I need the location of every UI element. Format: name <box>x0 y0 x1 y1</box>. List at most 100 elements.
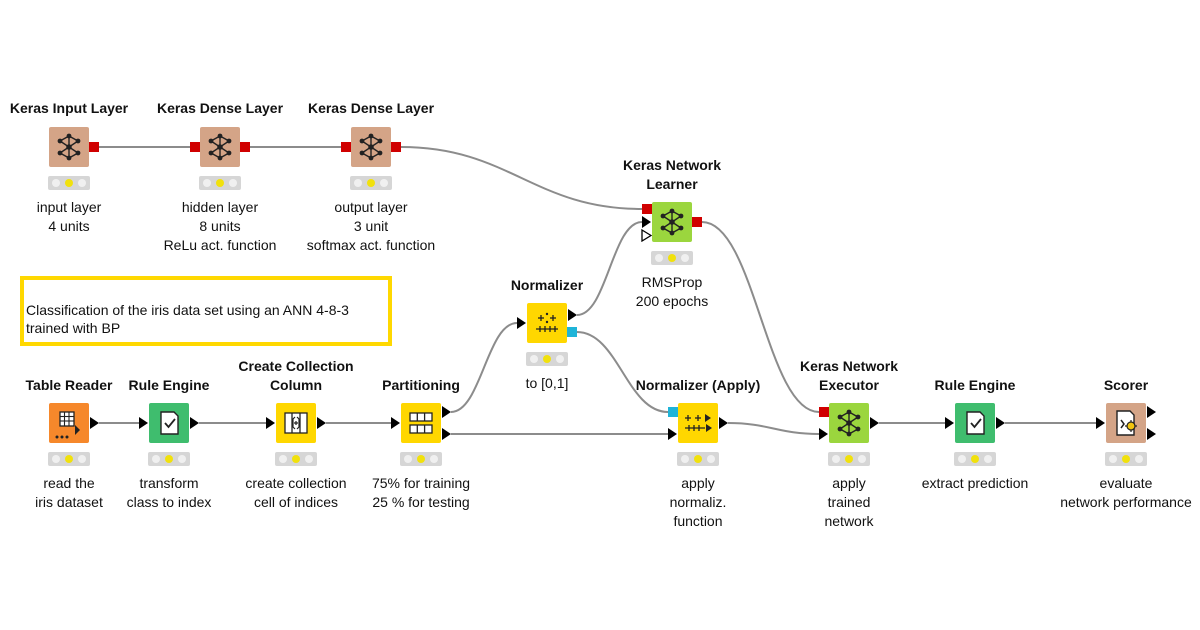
node-title[interactable]: Keras Input Layer <box>0 99 169 118</box>
node-description[interactable]: to [0,1] <box>447 374 647 393</box>
connection-wire[interactable] <box>450 322 518 413</box>
node-title[interactable]: Partitioning <box>321 376 521 395</box>
annotation-line-2: trained with BP <box>26 320 121 336</box>
node-title[interactable]: Scorer <box>1026 376 1200 395</box>
input-port[interactable] <box>819 407 829 417</box>
input-port[interactable] <box>391 417 400 429</box>
node-icon-box[interactable] <box>149 403 189 443</box>
node-icon-box[interactable] <box>276 403 316 443</box>
node-icon-box[interactable] <box>652 202 692 242</box>
node-title[interactable]: Keras Dense Layer <box>271 99 471 118</box>
output-port[interactable] <box>870 417 879 429</box>
status-light <box>417 455 425 463</box>
input-port[interactable] <box>642 216 651 228</box>
node-title-line: Normalizer (Apply) <box>635 377 761 393</box>
connection-wire[interactable] <box>576 221 643 316</box>
input-port[interactable] <box>668 428 677 440</box>
status-light <box>556 355 564 363</box>
node-icon-box[interactable] <box>527 303 567 343</box>
connection-wire[interactable] <box>576 331 669 413</box>
input-port[interactable] <box>642 204 652 214</box>
input-port[interactable] <box>139 417 148 429</box>
status-light <box>1122 455 1130 463</box>
status-light <box>65 455 73 463</box>
output-port[interactable] <box>567 327 577 337</box>
node-description-line: to [0,1] <box>525 375 569 391</box>
output-port[interactable] <box>90 417 99 429</box>
node-icon-box[interactable] <box>401 403 441 443</box>
node-description-line: network performance <box>1060 494 1192 510</box>
output-port[interactable] <box>568 309 577 321</box>
output-port[interactable] <box>391 142 401 152</box>
output-port[interactable] <box>442 406 451 418</box>
node-title[interactable]: Rule Engine <box>875 376 1075 395</box>
output-port[interactable] <box>190 417 199 429</box>
output-port[interactable] <box>240 142 250 152</box>
node-icon-box[interactable] <box>829 403 869 443</box>
connection-wire[interactable] <box>400 146 643 210</box>
node-title[interactable]: Rule Engine <box>69 376 269 395</box>
input-port[interactable] <box>641 228 653 247</box>
node-title[interactable]: Keras Dense Layer <box>120 99 320 118</box>
node-icon-box[interactable] <box>351 127 391 167</box>
node-title[interactable]: Normalizer <box>447 276 647 295</box>
output-port[interactable] <box>719 417 728 429</box>
node-title-line: Learner <box>646 176 698 192</box>
node-icon-box[interactable] <box>678 403 718 443</box>
output-port[interactable] <box>317 417 326 429</box>
output-port[interactable] <box>1147 428 1156 440</box>
node-icon-box[interactable] <box>955 403 995 443</box>
node-description-line: RMSProp <box>641 274 703 290</box>
node-description-line: trained <box>827 494 871 510</box>
node-title-line: Rule Engine <box>934 377 1016 393</box>
status-light <box>845 455 853 463</box>
status-light <box>152 455 160 463</box>
input-port[interactable] <box>517 317 526 329</box>
output-port[interactable] <box>1147 406 1156 418</box>
status-light <box>681 455 689 463</box>
output-port[interactable] <box>442 428 451 440</box>
node-icon-box[interactable] <box>49 127 89 167</box>
node-status-indicator <box>526 352 568 366</box>
node-icon-box[interactable] <box>200 127 240 167</box>
node-icon-box[interactable] <box>1106 403 1146 443</box>
node-title-line: Rule Engine <box>128 377 210 393</box>
node-description-line: network <box>824 513 874 529</box>
node-description[interactable]: extract prediction <box>875 474 1075 493</box>
connection-wire[interactable] <box>701 221 820 413</box>
input-port[interactable] <box>945 417 954 429</box>
node-icon-box[interactable] <box>49 403 89 443</box>
output-port[interactable] <box>89 142 99 152</box>
input-port[interactable] <box>668 407 678 417</box>
node-title[interactable]: Normalizer (Apply) <box>598 376 798 395</box>
node-title-line: Keras Input Layer <box>9 100 129 116</box>
input-port[interactable] <box>1096 417 1105 429</box>
output-port[interactable] <box>996 417 1005 429</box>
output-port[interactable] <box>692 217 702 227</box>
input-port[interactable] <box>341 142 351 152</box>
workflow-annotation[interactable]: Classification of the iris data set usin… <box>20 276 392 346</box>
input-port[interactable] <box>190 142 200 152</box>
node-title[interactable]: Table Reader <box>0 376 169 395</box>
input-port[interactable] <box>266 417 275 429</box>
status-light <box>668 254 676 262</box>
status-light <box>430 455 438 463</box>
status-light <box>694 455 702 463</box>
node-title-line: Keras Dense Layer <box>307 100 435 116</box>
input-port[interactable] <box>819 428 828 440</box>
connection-wire[interactable] <box>727 422 820 435</box>
